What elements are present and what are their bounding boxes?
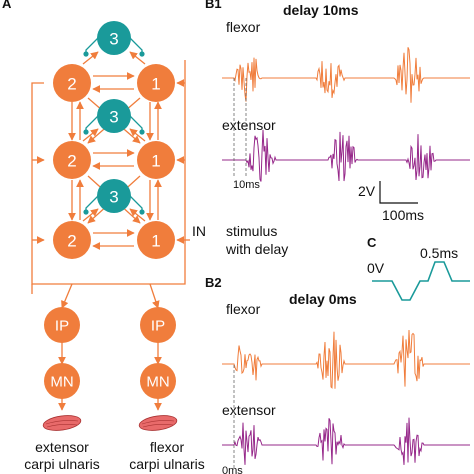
- node-3-top: [97, 21, 131, 55]
- ip-node-left: [44, 307, 80, 343]
- node-2-middle: [53, 141, 91, 179]
- ip-node-left-label: IP: [55, 318, 69, 335]
- unit-layer-bottom: 3 2 1: [53, 179, 175, 259]
- b1-delay-marker: [233, 78, 247, 178]
- muscle-left-label-line2: carpi ulnaris: [24, 456, 99, 472]
- node-1-middle-label: 1: [151, 152, 160, 171]
- node-1-middle: [137, 141, 175, 179]
- mn-node-right-label: MN: [146, 374, 169, 391]
- b2-delay-label: 0ms: [222, 465, 243, 474]
- unit-layer-middle: 3 2 1: [53, 99, 175, 179]
- muscle-right-label-line1: flexor: [150, 439, 185, 455]
- b1-flexor-trace: [222, 47, 470, 103]
- node-1-top-label: 1: [151, 75, 160, 94]
- node-1-bottom: [137, 221, 175, 259]
- b1-extensor-trace: [222, 129, 470, 182]
- mn-node-left-label: MN: [50, 374, 73, 391]
- c-zero-label: 0V: [367, 260, 385, 276]
- node-2-top: [53, 64, 91, 102]
- c-biphasic-pulse: [372, 261, 470, 301]
- node-3-bottom-label: 3: [109, 188, 118, 207]
- b1-extensor-label: extensor: [222, 117, 276, 133]
- panel-b1-label: B1: [205, 0, 222, 11]
- node-1-top: [137, 64, 175, 102]
- mn-node-left: [44, 363, 80, 399]
- panel-c-label: C: [367, 235, 377, 250]
- node-2-bottom: [53, 221, 91, 259]
- panel-a-label: A: [2, 0, 12, 11]
- node-3-middle: [97, 99, 131, 133]
- b1-delay-label: 10ms: [233, 179, 260, 191]
- mn-node-right: [140, 363, 176, 399]
- b1-scale-bar: [379, 181, 418, 204]
- muscle-icon-left: [42, 415, 82, 431]
- muscle-right-label-line2: carpi ulnaris: [129, 456, 204, 472]
- b2-flexor-trace: [222, 329, 470, 389]
- input-label: IN: [192, 223, 206, 239]
- node-3-bottom: [97, 179, 131, 213]
- node-3-top-label: 3: [109, 30, 118, 49]
- muscle-left-label-line1: extensor: [35, 439, 89, 455]
- b1-scale-voltage: 2V: [358, 183, 376, 199]
- b2-extensor-label: extensor: [222, 402, 276, 418]
- node-2-bottom-label: 2: [67, 232, 76, 251]
- b2-title: delay 0ms: [289, 291, 357, 307]
- b1-title: delay 10ms: [283, 2, 359, 18]
- panel-b2-label: B2: [205, 275, 222, 290]
- b2-flexor-label: flexor: [226, 301, 261, 317]
- stimulus-label-line1: stimulus: [226, 223, 277, 239]
- unit-layer-top: 3 2 1: [53, 21, 175, 102]
- b1-scale-time: 100ms: [382, 207, 424, 223]
- muscle-icon-right: [138, 415, 178, 431]
- stimulus-label-line2: with delay: [225, 241, 288, 257]
- c-width-label: 0.5ms: [420, 245, 458, 261]
- node-2-top-label: 2: [67, 75, 76, 94]
- node-2-middle-label: 2: [67, 152, 76, 171]
- node-1-bottom-label: 1: [151, 232, 160, 251]
- b1-flexor-label: flexor: [226, 19, 261, 35]
- inhibitory-links: [83, 37, 145, 215]
- network-diagram: [31, 51, 190, 411]
- ip-node-right-label: IP: [151, 318, 165, 335]
- b2-extensor-trace: [222, 417, 470, 465]
- ip-node-right: [140, 307, 176, 343]
- node-3-middle-label: 3: [109, 108, 118, 127]
